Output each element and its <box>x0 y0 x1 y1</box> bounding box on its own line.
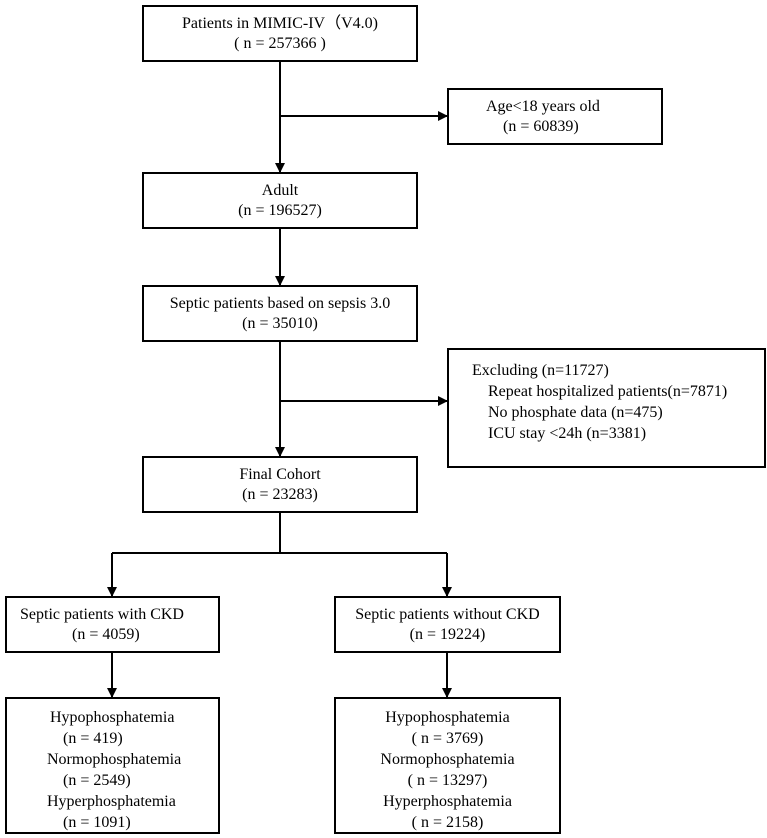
ckd-hypo-count: (n = 419) <box>63 730 123 747</box>
without-ckd-count: (n = 19224) <box>409 626 486 643</box>
with-ckd-count: (n = 4059) <box>72 626 140 643</box>
adult-title: Adult <box>261 182 299 199</box>
final-cohort-box: Final Cohort (n = 23283) <box>142 456 418 513</box>
excluding-title: Excluding (n=11727) <box>472 362 609 379</box>
nonckd-hypo-label: Hypophosphatemia <box>385 709 510 726</box>
with-ckd-title: Septic patients with CKD <box>20 606 184 623</box>
adult-box: Adult (n = 196527) <box>142 172 418 229</box>
ckd-normo-count: (n = 2549) <box>63 772 131 789</box>
nonckd-hypo-count: ( n = 3769) <box>411 730 484 747</box>
final-cohort-title: Final Cohort <box>239 466 321 483</box>
age-exclusion-count: (n = 60839) <box>503 118 579 135</box>
septic-title: Septic patients based on sepsis 3.0 <box>169 295 391 312</box>
mimic-box: Patients in MIMIC-IV（V4.0) ( n = 257366 … <box>142 5 418 62</box>
adult-count: (n = 196527) <box>238 202 322 219</box>
excluding-item-repeat: Repeat hospitalized patients(n=7871) <box>488 383 728 400</box>
nonckd-phosphate-groups-box: Hypophosphatemia ( n = 3769) Normophosph… <box>334 697 561 834</box>
without-ckd-box: Septic patients without CKD (n = 19224) <box>334 596 561 653</box>
nonckd-hyper-count: ( n = 2158) <box>411 814 484 831</box>
excluding-item-icu-stay: ICU stay <24h (n=3381) <box>488 425 647 442</box>
ckd-hyper-label: Hyperphosphatemia <box>47 793 176 810</box>
ckd-hyper-count: (n = 1091) <box>63 814 131 831</box>
final-cohort-count: (n = 23283) <box>242 486 318 503</box>
with-ckd-box: Septic patients with CKD (n = 4059) <box>5 596 220 653</box>
ckd-hypo-label: Hypophosphatemia <box>50 709 175 726</box>
ckd-normo-label: Normophosphatemia <box>47 751 182 768</box>
ckd-phosphate-groups-box: Hypophosphatemia (n = 419) Normophosphat… <box>5 697 220 834</box>
excluding-item-phosphate: No phosphate data (n=475) <box>488 404 663 421</box>
age-exclusion-title: Age<18 years old <box>486 98 600 115</box>
mimic-count: ( n = 257366 ) <box>234 35 326 52</box>
without-ckd-title: Septic patients without CKD <box>355 606 540 623</box>
excluding-box: Excluding (n=11727) Repeat hospitalized … <box>447 348 766 468</box>
mimic-title: Patients in MIMIC-IV（V4.0) <box>182 15 378 32</box>
septic-box: Septic patients based on sepsis 3.0 (n =… <box>142 285 418 342</box>
nonckd-hyper-label: Hyperphosphatemia <box>383 793 512 810</box>
age-exclusion-box: Age<18 years old (n = 60839) <box>447 88 663 145</box>
nonckd-normo-count: ( n = 13297) <box>407 772 488 789</box>
septic-count: (n = 35010) <box>242 315 318 332</box>
nonckd-normo-label: Normophosphatemia <box>380 751 515 768</box>
